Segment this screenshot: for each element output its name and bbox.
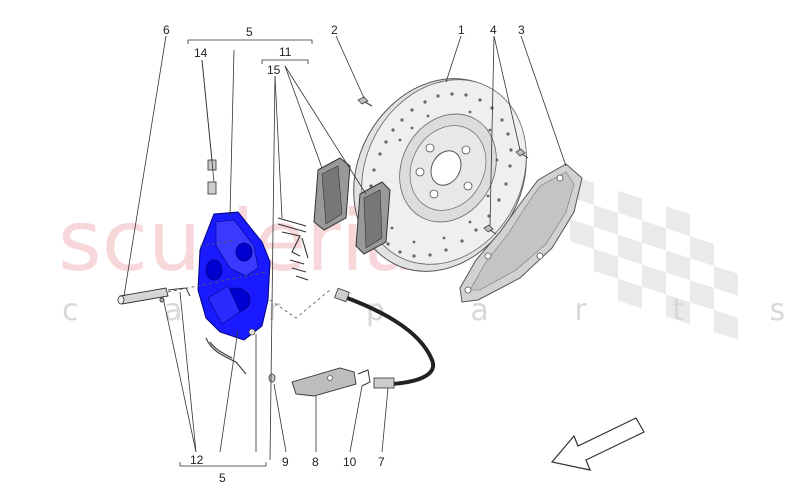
callout-14: 14 [194, 46, 208, 60]
callout-3: 3 [518, 23, 525, 37]
shield-screw-upper [515, 148, 529, 159]
hose-bracket [291, 367, 357, 397]
hose-clip [357, 369, 371, 387]
brake-disc [353, 78, 527, 272]
guide-pin [117, 287, 169, 305]
callout-12: 12 [190, 453, 204, 467]
callout-bracket-5-top [187, 39, 313, 44]
callout-8: 8 [312, 455, 319, 469]
arrow-down-left-icon [550, 417, 645, 471]
brake-hose [334, 287, 436, 389]
bracket-screw [268, 373, 276, 383]
callout-7: 7 [378, 455, 385, 469]
brake-shield [459, 163, 583, 303]
callout-2: 2 [331, 23, 338, 37]
leader-lines [123, 35, 567, 461]
callout-bracket-5-bottom [179, 462, 267, 467]
disc-screw [357, 96, 373, 107]
callout-5-bottom: 5 [219, 471, 226, 485]
callout-9: 9 [282, 455, 289, 469]
wear-sensor-wire [205, 337, 247, 375]
checkered-flag-watermark [570, 175, 738, 340]
callout-15: 15 [267, 63, 281, 77]
callout-bracket-11 [261, 59, 309, 64]
brake-pad-outer [313, 157, 351, 231]
assembly-dashed-lines [167, 239, 331, 319]
watermark-subtitle: c a r p a r t s [62, 293, 798, 328]
callout-10: 10 [343, 455, 357, 469]
callout-6: 6 [163, 23, 170, 37]
brake-caliper [197, 211, 271, 341]
callout-4: 4 [490, 23, 497, 37]
pad-spring-kit [277, 217, 309, 281]
shield-screw-lower [483, 224, 497, 235]
callout-1: 1 [458, 23, 465, 37]
callout-11: 11 [279, 45, 292, 59]
callout-5-top: 5 [246, 25, 253, 39]
brake-pad-inner [355, 181, 391, 255]
